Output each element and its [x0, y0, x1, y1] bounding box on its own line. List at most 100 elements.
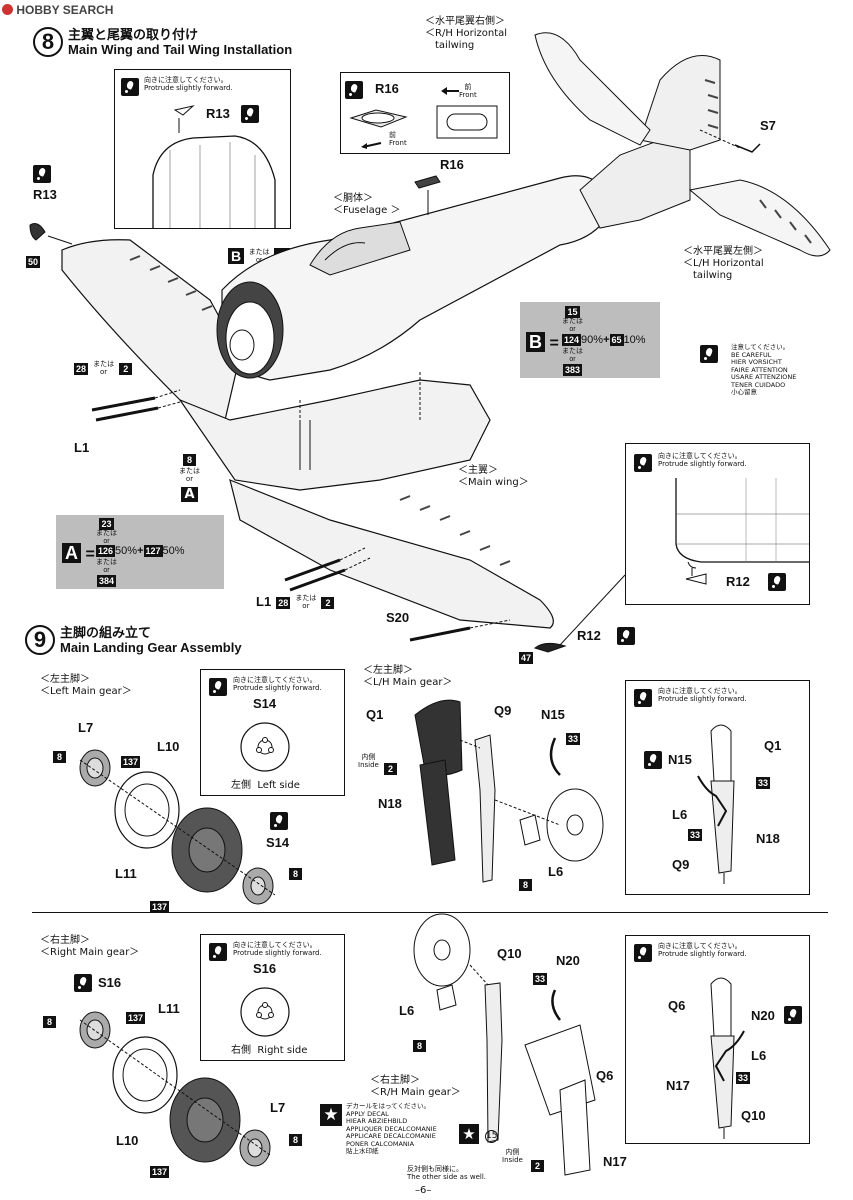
color-letter-b: B: [228, 248, 245, 264]
careful-fr: FAIRE ATTENTION: [731, 365, 788, 374]
lh-tailwing-label-jp: ＜水平尾翼左側＞: [683, 246, 763, 257]
detail-label-q6: Q6: [668, 998, 686, 1013]
part-number-2: 2: [119, 363, 133, 375]
section-divider: [32, 912, 828, 913]
or-en: or: [185, 475, 194, 483]
part-label-s16-detail: S16: [253, 961, 277, 976]
caution-icon: [644, 750, 662, 769]
caution-icon: [209, 677, 227, 696]
caution-text-jp: 向きに注意してください。: [658, 942, 742, 950]
caution-text-en: Protrude slightly forward.: [658, 950, 747, 958]
detail-number-33: 33: [756, 777, 771, 789]
rh-gear-detail-box: 向きに注意してください。 Protrude slightly forward. …: [625, 935, 810, 1144]
part-label-s14: S14: [266, 835, 290, 850]
part-label-l6: L6: [548, 864, 564, 879]
or-jp: または: [562, 318, 583, 325]
part-number-47: 47: [519, 652, 534, 664]
rh-tailwing-label-en: ＜R/H Horizontal: [425, 28, 508, 39]
hobby-search-logo: HOBBY SEARCH: [2, 3, 113, 17]
right-main-gear-jp: ＜右主脚＞: [40, 935, 90, 946]
decal-instruction: デカールをはってください。 APPLY DECAL HIEAR ABZIEHBI…: [346, 1102, 437, 1156]
rh-tailwing-label-jp: ＜水平尾翼右側＞: [425, 16, 505, 27]
step-9-title-jp: 主脚の組み立て: [60, 625, 152, 640]
detail-number-33-b: 33: [688, 829, 703, 841]
other-side-jp: 反対側も同様に。: [407, 1165, 463, 1173]
caution-icon: [33, 164, 51, 183]
part-label-r12: R12: [577, 628, 601, 643]
decal-es: PONER CALCOMANIA: [346, 1139, 415, 1148]
caution-icon: [634, 943, 652, 962]
wing-tip-detail-drawing: [152, 105, 276, 228]
part-label-s7: S7: [760, 118, 776, 133]
front-label-jp-2: 前: [389, 131, 396, 139]
or-jp: または: [93, 359, 115, 368]
careful-multilang: 注意してください。 BE CAREFUL HIER VORSICHT FAIRE…: [731, 343, 797, 397]
s14-detail-box: 向きに注意してください。 Protrude slightly forward. …: [200, 669, 345, 796]
part-number-8-c: 8: [519, 879, 532, 891]
inside-en: Inside: [358, 761, 379, 769]
part-number-50: 50: [26, 256, 41, 268]
or-en: or: [569, 326, 576, 333]
part-label-q6: Q6: [596, 1068, 614, 1083]
or-jp: または: [248, 248, 270, 256]
decal-number-15: 15: [485, 1130, 498, 1143]
percent-50-2: 50%: [162, 545, 185, 557]
part-number-8-f: 8: [413, 1040, 426, 1052]
paint-126: 126: [96, 545, 116, 557]
logo-icon: [2, 4, 13, 15]
part-label-l6-right: L6: [399, 1003, 415, 1018]
part-number-137-c: 137: [126, 1012, 146, 1024]
or-jp: または: [562, 348, 583, 355]
right-main-gear-label: ＜右主脚＞ ＜Right Main gear＞: [40, 935, 139, 959]
part-number-2: 2: [384, 763, 397, 775]
paint-65: 65: [609, 334, 624, 346]
equals-sign: =: [549, 335, 559, 352]
or-en: or: [100, 367, 108, 376]
decal-en: APPLY DECAL: [346, 1109, 389, 1118]
part-number-33: 33: [566, 733, 581, 745]
part-label-r13: R13: [33, 187, 57, 202]
lh-tailwing-label-en: ＜L/H Horizontal: [683, 258, 764, 269]
right-main-gear-en: ＜Right Main gear＞: [40, 947, 140, 958]
mainwing-label-en: ＜Main wing＞: [458, 477, 529, 488]
r13-detail-box: 向きに注意してください。 Protrude slightly forward. …: [114, 69, 291, 229]
mainwing-label-jp: ＜主翼＞: [458, 465, 498, 476]
r12-detail-box: 向きに注意してください。 Protrude slightly forward. …: [625, 443, 810, 605]
caution-text-jp: 向きに注意してください。: [233, 941, 317, 949]
lh-tailwing-label: ＜水平尾翼左側＞ ＜L/H Horizontal tailwing: [683, 246, 764, 282]
caution-icon: [121, 77, 139, 96]
caution-icon: [634, 688, 652, 707]
lh-gear-detail-box: 向きに注意してください。 Protrude slightly forward. …: [625, 680, 810, 895]
lh-gear-detail-drawing: [697, 724, 735, 884]
part-number-137: 137: [121, 756, 141, 768]
rh-main-gear-label: ＜右主脚＞ ＜R/H Main gear＞: [370, 1075, 461, 1099]
careful-it: USARE ATTENZIONE: [731, 373, 797, 381]
part-number-8-e: 8: [289, 1134, 302, 1146]
part-label-q1: Q1: [366, 707, 384, 722]
step-8-title: 主翼と尾翼の取り付け Main Wing and Tail Wing Insta…: [68, 27, 292, 57]
detail-label-l6-rh: L6: [751, 1048, 767, 1063]
part-label-l11: L11: [115, 866, 137, 881]
part-label-q9: Q9: [494, 703, 512, 718]
caution-icon: [74, 973, 92, 992]
part-label-l10-right: L10: [116, 1133, 139, 1148]
decal-jp: デカールをはってください。: [346, 1102, 430, 1110]
paint-23: 23: [99, 518, 114, 530]
decal-cn: 貼上水印紙: [346, 1147, 379, 1155]
left-main-gear-jp: ＜左主脚＞: [40, 674, 90, 685]
caution-text-en: Protrude slightly forward.: [658, 460, 747, 468]
color-letter-a-2: A: [181, 487, 198, 502]
part-label-l1-lower: L1: [256, 594, 272, 609]
or-jp: または: [295, 593, 317, 602]
left-side-en: Left side: [257, 780, 300, 791]
careful-es: TENER CUIDADO: [731, 380, 786, 389]
part-number-8-b: 8: [289, 868, 302, 880]
step-8-title-en: Main Wing and Tail Wing Installation: [68, 42, 293, 57]
decal-star-icon: ★: [320, 1104, 342, 1126]
